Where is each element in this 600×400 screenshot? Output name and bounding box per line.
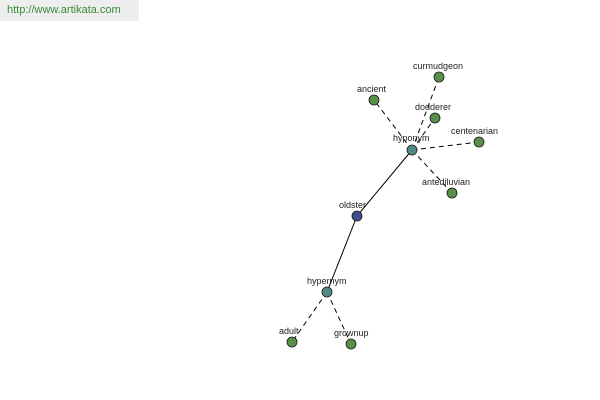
edge-hypernym-adult <box>291 291 328 343</box>
node-label-centenarian: centenarian <box>451 126 498 136</box>
site-link[interactable]: http://www.artikata.com <box>7 4 121 16</box>
edge-hyponym-centenarian <box>411 141 480 151</box>
node-label-oldster: oldster <box>339 200 366 210</box>
node-centenarian[interactable] <box>473 136 485 148</box>
edge-hypernym-grownup <box>326 291 352 345</box>
node-label-dodderer: dodderer <box>415 102 451 112</box>
node-label-curmudgeon: curmudgeon <box>413 61 463 71</box>
url-banner: http://www.artikata.com <box>0 0 139 21</box>
edge-hyponym-curmudgeon <box>411 76 440 151</box>
node-label-hyponym: hyponym <box>393 133 430 143</box>
edges-layer <box>291 76 480 345</box>
edge-hyponym-antediluvian <box>411 149 453 194</box>
edge-hyponym-dodderer <box>411 117 436 151</box>
node-antediluvian[interactable] <box>446 187 458 199</box>
node-grownup[interactable] <box>345 338 357 350</box>
node-hyponym[interactable] <box>406 144 418 156</box>
edge-oldster-hyponym <box>356 149 413 217</box>
node-label-hypernym: hypernym <box>307 276 347 286</box>
node-dodderer[interactable] <box>429 112 441 124</box>
nodes-layer <box>286 71 485 350</box>
node-label-ancient: ancient <box>357 84 387 94</box>
node-adult[interactable] <box>286 336 298 348</box>
node-ancient[interactable] <box>368 94 380 106</box>
edge-hyponym-ancient <box>373 99 413 151</box>
labels-layer: oldster hyponym hypernym curmudgeon ancient d… <box>279 61 498 338</box>
node-label-antediluvian: antediluvian <box>422 177 470 187</box>
node-label-adult: adult <box>279 326 299 336</box>
edge-oldster-hypernym <box>326 215 358 293</box>
node-label-grownup: grownup <box>334 328 369 338</box>
node-oldster[interactable] <box>351 210 363 222</box>
node-curmudgeon[interactable] <box>433 71 445 83</box>
node-hypernym[interactable] <box>321 286 333 298</box>
